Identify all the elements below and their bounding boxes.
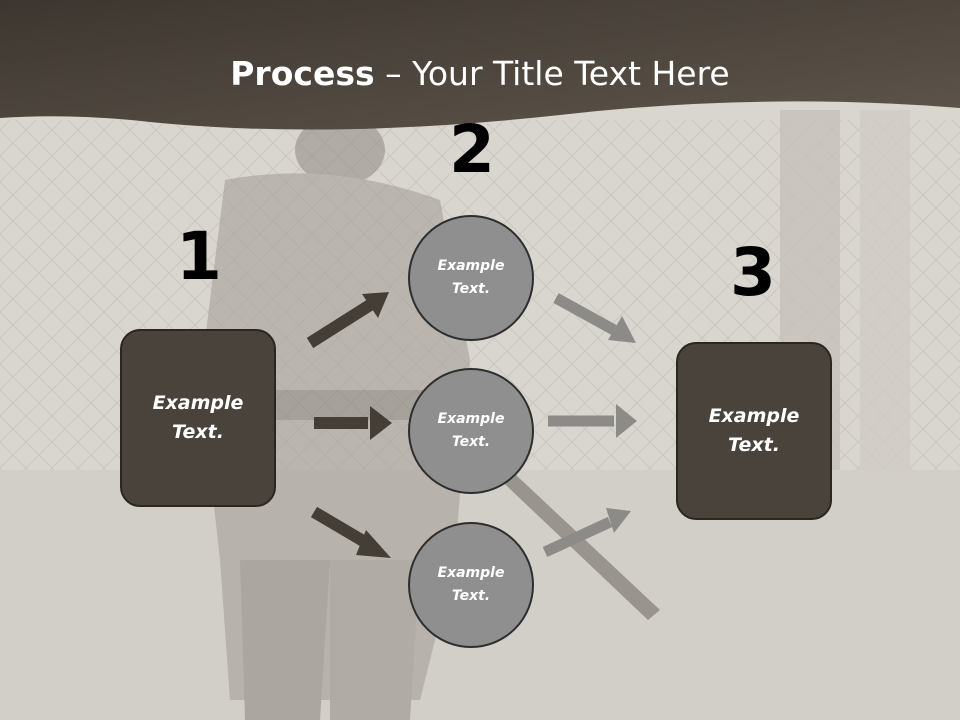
step-number-1: 1: [176, 218, 222, 295]
title-bold: Process: [230, 54, 375, 93]
circle-top-text: Example Text.: [437, 258, 505, 297]
arrow-to-middle: [314, 406, 392, 440]
circle-bottom: Example Text.: [408, 522, 534, 648]
title-rest: – Your Title Text Here: [374, 54, 730, 93]
arrow-from-middle: [548, 404, 637, 438]
circle-middle-text: Example Text.: [437, 411, 505, 450]
circle-top: Example Text.: [408, 215, 534, 341]
step-number-3: 3: [730, 234, 776, 311]
circle-middle: Example Text.: [408, 368, 534, 494]
right-text-box: Example Text.: [676, 342, 832, 520]
arrow-from-top: [553, 293, 636, 343]
tree-trunk: [860, 110, 910, 470]
step-number-2: 2: [449, 111, 495, 188]
arrow-to-bottom: [310, 506, 391, 558]
left-box-text: Example Text.: [152, 392, 244, 443]
left-text-box: Example Text.: [120, 329, 276, 507]
circle-bottom-text: Example Text.: [437, 565, 505, 604]
slide-title: Process – Your Title Text Here: [0, 52, 960, 96]
right-box-text: Example Text.: [708, 405, 800, 456]
header-band: [0, 0, 960, 130]
arrow-from-bottom: [542, 508, 631, 557]
arrow-to-top: [306, 292, 389, 349]
